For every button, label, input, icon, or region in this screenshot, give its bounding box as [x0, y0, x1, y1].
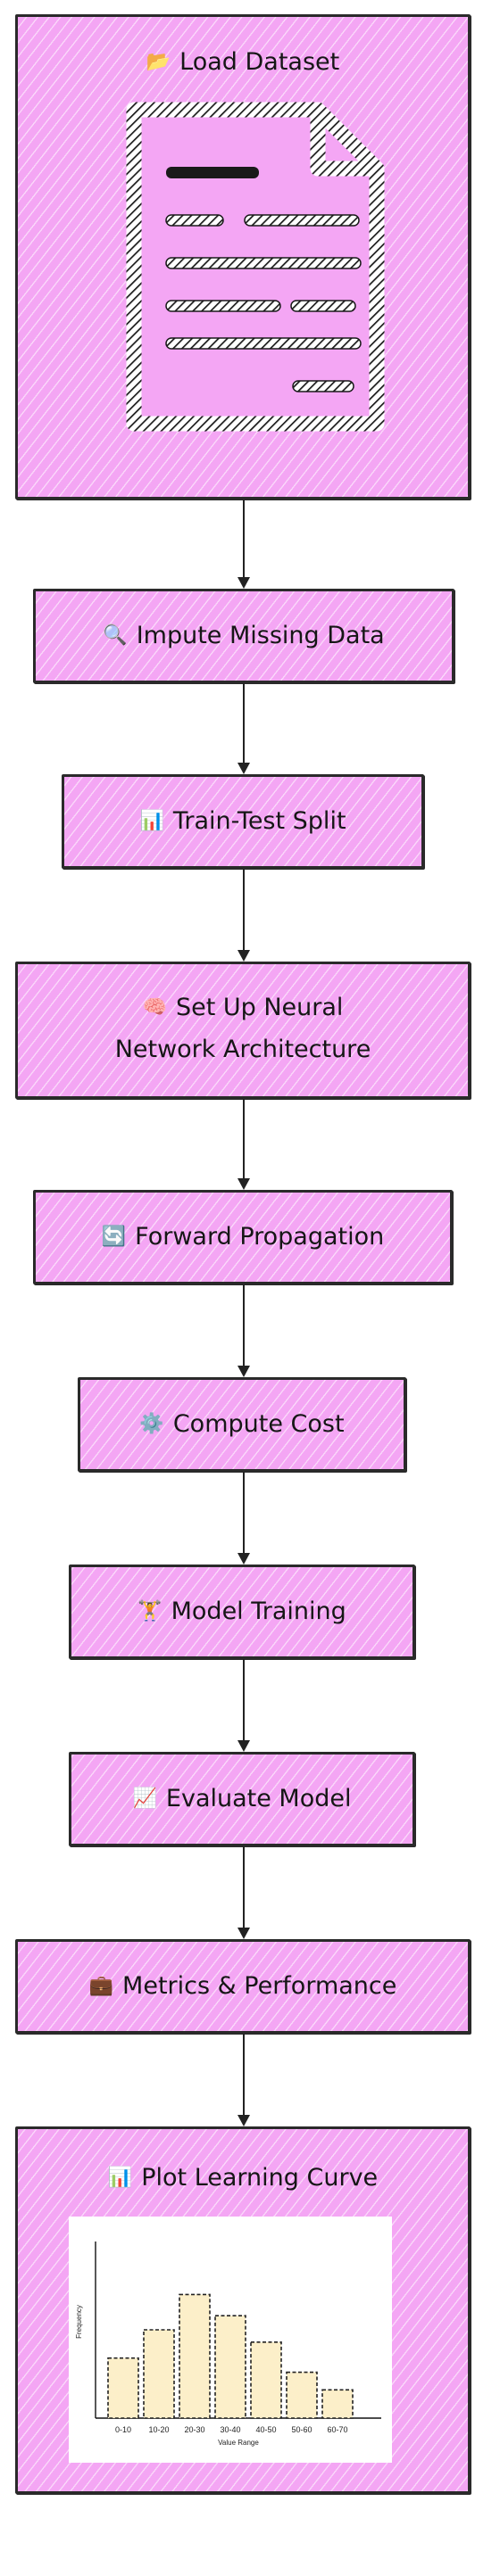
chart-up-icon: 📈 [132, 1788, 157, 1810]
x-tick-label: 20-30 [184, 2425, 204, 2434]
node-evaluate-label: 📈Evaluate Model [132, 1785, 352, 1812]
histogram-svg: 0-10 10-20 20-30 30-40 40-50 50-60 60-70Value … [75, 2242, 381, 2447]
histogram-bar [250, 2341, 282, 2419]
bar-chart-icon: 📊 [139, 810, 164, 832]
y-axis-label: Frequency [75, 2305, 83, 2339]
node-metrics-label: 💼Metrics & Performance [88, 1972, 397, 2000]
briefcase-icon: 💼 [88, 1975, 114, 1997]
node-training-label: 🏋️Model Training [138, 1598, 346, 1625]
node-compute-cost[interactable]: ⚙️Compute Cost [78, 1377, 406, 1472]
node-split-label: 📊Train-Test Split [139, 807, 346, 835]
refresh-icon: 🔄 [101, 1226, 127, 1248]
brain-icon: 🧠 [142, 996, 167, 1019]
node-model-training[interactable]: 🏋️Model Training [69, 1565, 415, 1659]
folder-icon: 📂 [146, 51, 171, 73]
x-tick-label: 50-60 [291, 2425, 312, 2434]
node-load-dataset-label: 📂Load Dataset [146, 48, 340, 76]
node-plot-label: 📊Plot Learning Curve [107, 2164, 379, 2192]
histogram-bar [321, 2389, 354, 2419]
node-cost-label: ⚙️Compute Cost [139, 1410, 345, 1438]
node-nn-label-line2: Network Architecture [114, 1036, 371, 1063]
x-tick-label: 40-50 [255, 2425, 276, 2434]
node-metrics-performance[interactable]: 💼Metrics & Performance [15, 1939, 471, 2034]
node-evaluate-model[interactable]: 📈Evaluate Model [69, 1752, 415, 1846]
node-neural-network-setup[interactable]: 🧠Set Up Neural Network Architecture [15, 962, 471, 1099]
node-impute-missing-data[interactable]: 🔍Impute Missing Data [33, 589, 454, 683]
arrow-7 [238, 1659, 250, 1752]
histogram-bar [107, 2357, 139, 2419]
training-icon: 🏋️ [138, 1600, 162, 1622]
histogram-bar [143, 2329, 175, 2419]
arrow-4 [238, 1099, 250, 1190]
x-axis-label: Value Range [218, 2439, 259, 2447]
x-tick-label: 30-40 [220, 2425, 240, 2434]
node-forward-label: 🔄Forward Propagation [101, 1223, 385, 1251]
node-load-dataset[interactable]: 📂Load Dataset [15, 14, 471, 500]
histogram-bar [214, 2315, 246, 2419]
arrow-2 [238, 683, 250, 774]
document-icon [126, 102, 385, 432]
bar-chart-icon: 📊 [107, 2167, 133, 2189]
arrow-6 [238, 1472, 250, 1565]
x-tick-label: 0-10 [115, 2425, 131, 2434]
arrow-8 [238, 1846, 250, 1939]
histogram-bar [286, 2371, 318, 2419]
arrow-3 [238, 869, 250, 962]
node-train-test-split[interactable]: 📊Train-Test Split [62, 774, 424, 869]
arrow-1 [238, 500, 250, 589]
x-tick-label: 10-20 [148, 2425, 169, 2434]
arrow-5 [238, 1284, 250, 1377]
node-plot-learning-curve[interactable]: 📊Plot Learning Curve 0-10 10-20 20-30 30-40… [15, 2126, 471, 2494]
magnifier-icon: 🔍 [103, 624, 128, 647]
node-impute-label: 🔍Impute Missing Data [103, 622, 385, 649]
gear-icon: ⚙️ [139, 1413, 164, 1435]
x-tick-label: 60-70 [327, 2425, 347, 2434]
histogram-bar [179, 2293, 211, 2419]
node-nn-label-line1: 🧠Set Up Neural [142, 994, 344, 1021]
node-forward-propagation[interactable]: 🔄Forward Propagation [33, 1190, 453, 1284]
arrow-9 [238, 2034, 250, 2126]
